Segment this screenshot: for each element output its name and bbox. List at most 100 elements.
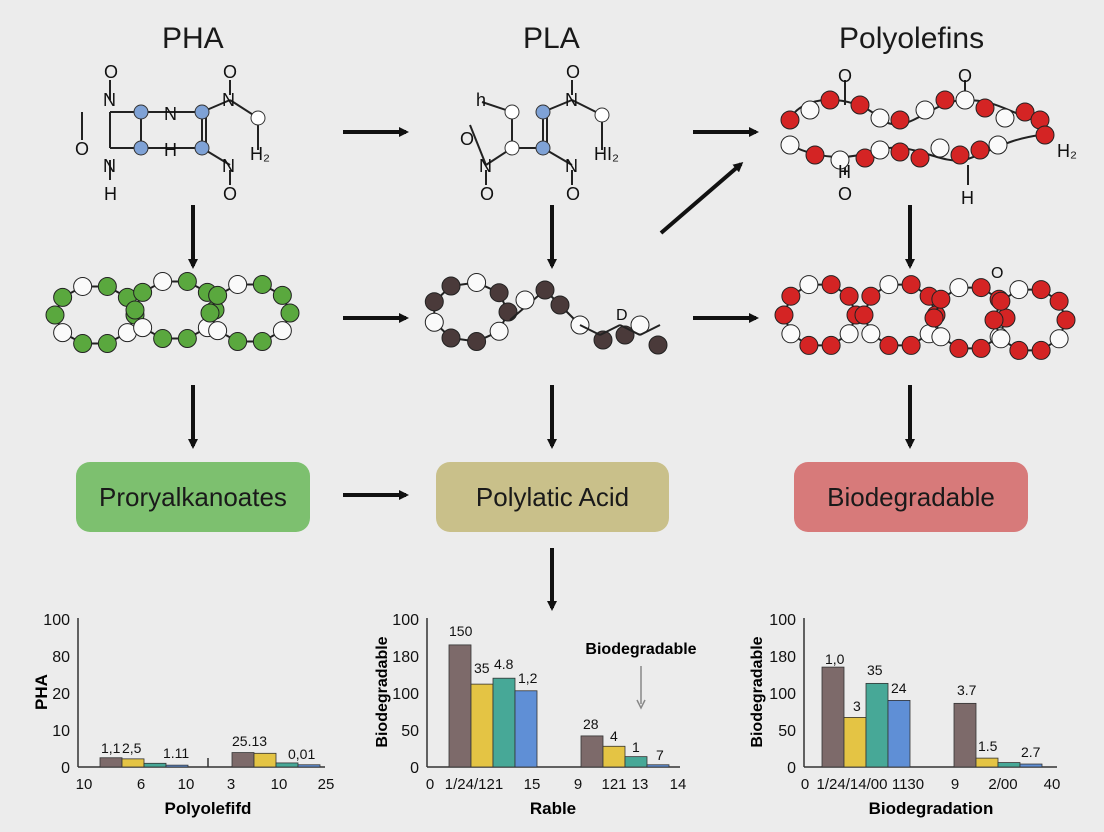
- atom: [924, 308, 944, 328]
- atom: [955, 90, 975, 110]
- chart-ylabel: Biodegradable: [374, 636, 391, 747]
- y-tick: 10: [52, 723, 70, 740]
- atom: [821, 275, 841, 295]
- atom: [97, 334, 117, 354]
- poly-atom: O: [838, 184, 852, 204]
- data-label: 2,5: [122, 740, 142, 756]
- data-label: 4.8: [494, 656, 514, 672]
- atom: [950, 145, 970, 165]
- pla-atom: N: [565, 90, 578, 110]
- atom: [890, 142, 910, 162]
- chart-ylabel: Biodegradable: [749, 636, 766, 747]
- atom: [252, 332, 272, 352]
- bar: [624, 756, 648, 768]
- bar: [1019, 763, 1043, 768]
- biodegradable-label-box: Biodegradable: [794, 462, 1028, 532]
- bar: [470, 683, 494, 768]
- atom: [1015, 102, 1035, 122]
- bar: [887, 700, 911, 768]
- bar: [231, 752, 255, 768]
- atom: [780, 110, 800, 130]
- atom: [200, 303, 220, 323]
- atom: [854, 305, 874, 325]
- data-label: 1.11: [163, 745, 189, 761]
- chart-polyolefins: 100 180 100 50 0 Biodegradable Biodegrad…: [749, 612, 1060, 818]
- bond: [639, 324, 661, 336]
- x-tick: 121: [601, 776, 626, 793]
- atom: [1035, 125, 1055, 145]
- atom: [125, 300, 145, 320]
- chart-pha: 100 80 20 10 0 PHA Polyolefifd 10 6 10 3…: [32, 612, 334, 818]
- atom: [799, 275, 819, 295]
- atom: [915, 100, 935, 120]
- atom: [949, 338, 969, 358]
- atom: [467, 332, 487, 352]
- atom: [839, 286, 859, 306]
- atom: [861, 324, 881, 344]
- pla-atom: N: [565, 156, 578, 176]
- atom: [890, 110, 910, 130]
- atom: [861, 286, 881, 306]
- atom: [133, 282, 153, 302]
- bar: [121, 758, 145, 768]
- atom: [970, 140, 990, 160]
- atom: [830, 150, 850, 170]
- y-tick: 100: [769, 612, 796, 629]
- atom: [1009, 340, 1029, 360]
- atom: [177, 271, 197, 291]
- atom: [1031, 280, 1051, 300]
- data-label: 7: [656, 747, 664, 763]
- y-tick: 100: [769, 686, 796, 703]
- atom: [949, 278, 969, 298]
- bar: [843, 717, 867, 768]
- bond: [599, 324, 621, 336]
- y-tick: 100: [392, 686, 419, 703]
- data-label: 1,0: [825, 651, 845, 667]
- atom: [800, 100, 820, 120]
- x-tick: 2/00: [988, 776, 1017, 793]
- x-tick: 1/24/121: [445, 776, 503, 793]
- pla-chain-atom: D: [616, 307, 628, 324]
- atom: [97, 276, 117, 296]
- bar: [165, 764, 189, 768]
- poly-atom: H₂: [1057, 141, 1077, 161]
- y-tick: 100: [43, 612, 70, 629]
- bar: [448, 644, 472, 768]
- atom: [931, 289, 951, 309]
- y-tick: 0: [61, 760, 70, 777]
- atom: [208, 321, 228, 341]
- atom: [272, 285, 292, 305]
- bar: [821, 666, 845, 768]
- atom: [780, 135, 800, 155]
- atom: [975, 98, 995, 118]
- atom: [870, 108, 890, 128]
- atom: [424, 312, 444, 332]
- data-label: 35: [867, 662, 883, 678]
- pla-atom: HI₂: [594, 144, 619, 164]
- x-tick: 0: [801, 776, 809, 793]
- x-tick: 1130: [892, 776, 924, 793]
- poly-chain-atom: O: [991, 265, 1003, 282]
- chart-xlabel: Polyolefifd: [165, 799, 252, 818]
- chart-annotation-title: Biodegradable: [585, 641, 696, 658]
- pha-atom: O: [104, 62, 118, 82]
- atom: [1056, 310, 1076, 330]
- atom: [550, 295, 570, 315]
- pla-atom: O: [566, 184, 580, 204]
- bar: [865, 682, 889, 768]
- atom: [901, 335, 921, 355]
- atom: [441, 328, 461, 348]
- chart-xlabel: Rable: [530, 799, 576, 818]
- atom: [1049, 329, 1069, 349]
- atom: [821, 335, 841, 355]
- atom: [781, 324, 801, 344]
- y-tick: 100: [392, 612, 419, 629]
- atom: [535, 280, 555, 300]
- atom: [879, 275, 899, 295]
- data-label: 1,2: [518, 670, 538, 686]
- data-label: 24: [891, 680, 907, 696]
- atom: [781, 286, 801, 306]
- polyolefins-title: Polyolefins: [839, 22, 985, 55]
- atom: [879, 335, 899, 355]
- atom: [53, 287, 73, 307]
